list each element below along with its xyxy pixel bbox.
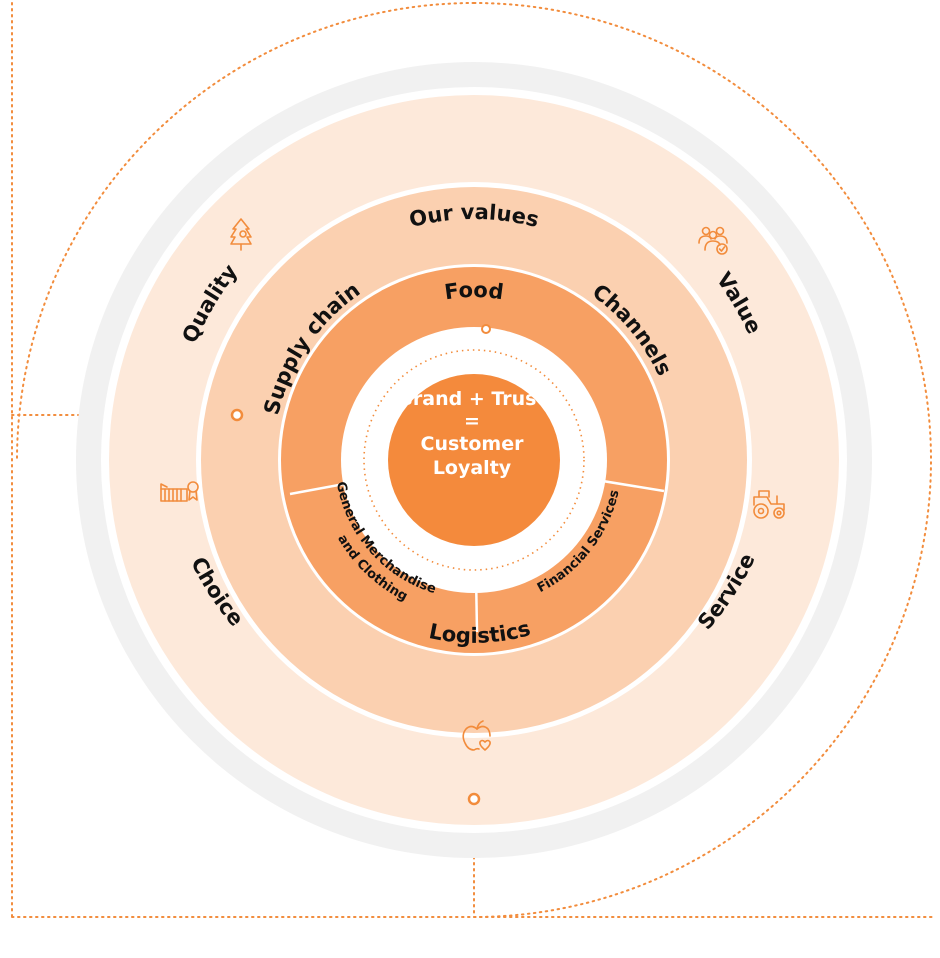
outer-dotted-arc-right xyxy=(473,2,932,918)
center-node-dot xyxy=(481,324,491,334)
center-dotted-ring xyxy=(363,349,585,571)
center-line-4: Loyalty xyxy=(433,457,512,479)
center-line-1: Brand + Trust xyxy=(398,388,545,410)
food-label: Food xyxy=(443,278,505,304)
tractor-icon xyxy=(753,490,785,519)
apple-heart-icon xyxy=(462,720,491,751)
center-circle xyxy=(388,374,560,546)
tree-icon xyxy=(230,218,252,251)
people-check-icon xyxy=(698,226,728,255)
bottom-node-dot xyxy=(467,792,481,806)
left-node-dot xyxy=(230,408,244,422)
outer-dotted-arc-left xyxy=(16,2,475,461)
center-line-3: Customer xyxy=(421,433,525,455)
center-line-2: = xyxy=(464,410,480,432)
factory-certificate-icon xyxy=(160,481,199,502)
